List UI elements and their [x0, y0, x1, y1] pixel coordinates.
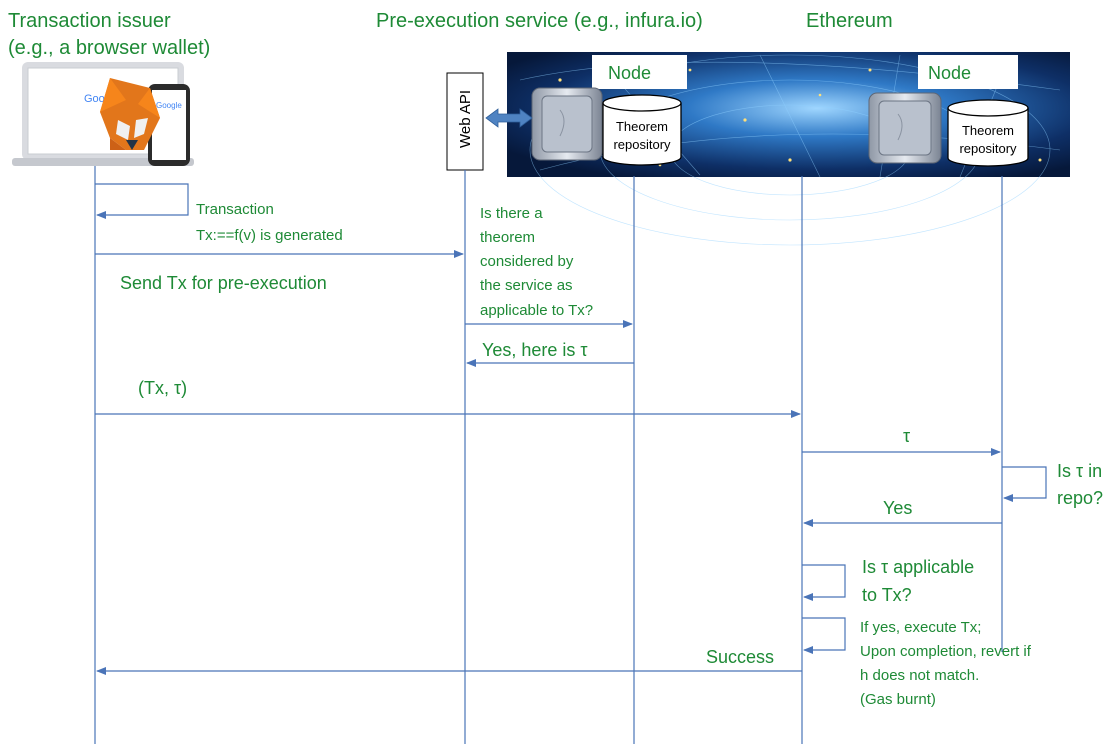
self-arrow-applicable [802, 564, 846, 601]
repo-label-1-line1: Theorem [616, 119, 668, 134]
query-line1: Is there a [480, 205, 543, 222]
web-api-box [446, 72, 484, 171]
success-label: Success [706, 647, 774, 667]
yes-label: Yes [883, 498, 912, 518]
ethereum-header: Ethereum [806, 10, 893, 32]
execute-line2: Upon completion, revert if [860, 643, 1032, 660]
server-icon [868, 92, 942, 164]
web-api-label: Web API [457, 90, 474, 148]
svg-text:Google: Google [156, 101, 182, 110]
execute-line3: h does not match. [860, 667, 979, 684]
server-icon [531, 87, 603, 161]
double-arrow-icon [485, 108, 533, 128]
self-arrow-generate [95, 183, 189, 219]
issuer-header-line1: Transaction issuer [8, 10, 171, 32]
database-icon [947, 99, 1029, 167]
query-line4: the service as [480, 277, 573, 294]
repo-label-1-line2: repository [613, 137, 671, 152]
is-tau-repo-line2: repo? [1057, 488, 1103, 508]
query-line5: applicable to Tx? [480, 302, 593, 319]
node-label-box-1 [592, 55, 687, 89]
yes-tau-label: Yes, here is τ [482, 340, 588, 360]
issuer-header-line2: (e.g., a browser wallet) [8, 37, 210, 59]
tau-label: τ [903, 426, 910, 446]
self-arrow-execute [802, 617, 846, 654]
database-icon [602, 94, 682, 166]
node-label-box-2 [918, 55, 1018, 89]
node-label-2: Node [928, 63, 971, 83]
self-arrow-repo-check [1002, 466, 1047, 502]
send-tx-label: Send Tx for pre-execution [120, 273, 327, 293]
execute-line4: (Gas burnt) [860, 691, 936, 708]
wallet-illustration: Goog Google [12, 62, 194, 166]
tx-gen-line2: Tx:==f(v) is generated [196, 227, 343, 244]
service-header: Pre-execution service (e.g., infura.io) [376, 10, 703, 32]
repo-label-2-line2: repository [959, 141, 1017, 156]
is-tau-repo-line1: Is τ in [1057, 461, 1102, 481]
tx-gen-line1: Transaction [196, 201, 274, 218]
node-label-1: Node [608, 63, 651, 83]
query-line2: theorem [480, 229, 535, 246]
execute-line1: If yes, execute Tx; [860, 619, 981, 636]
repo-label-2-line1: Theorem [962, 123, 1014, 138]
query-line3: considered by [480, 253, 574, 270]
fox-icon [100, 78, 160, 150]
tx-tau-label: (Tx, τ) [138, 378, 187, 398]
applicable-line2: to Tx? [862, 585, 912, 605]
network-banner: Node Node Theorem repository Theorem rep… [507, 52, 1070, 246]
applicable-line1: Is τ applicable [862, 557, 974, 577]
